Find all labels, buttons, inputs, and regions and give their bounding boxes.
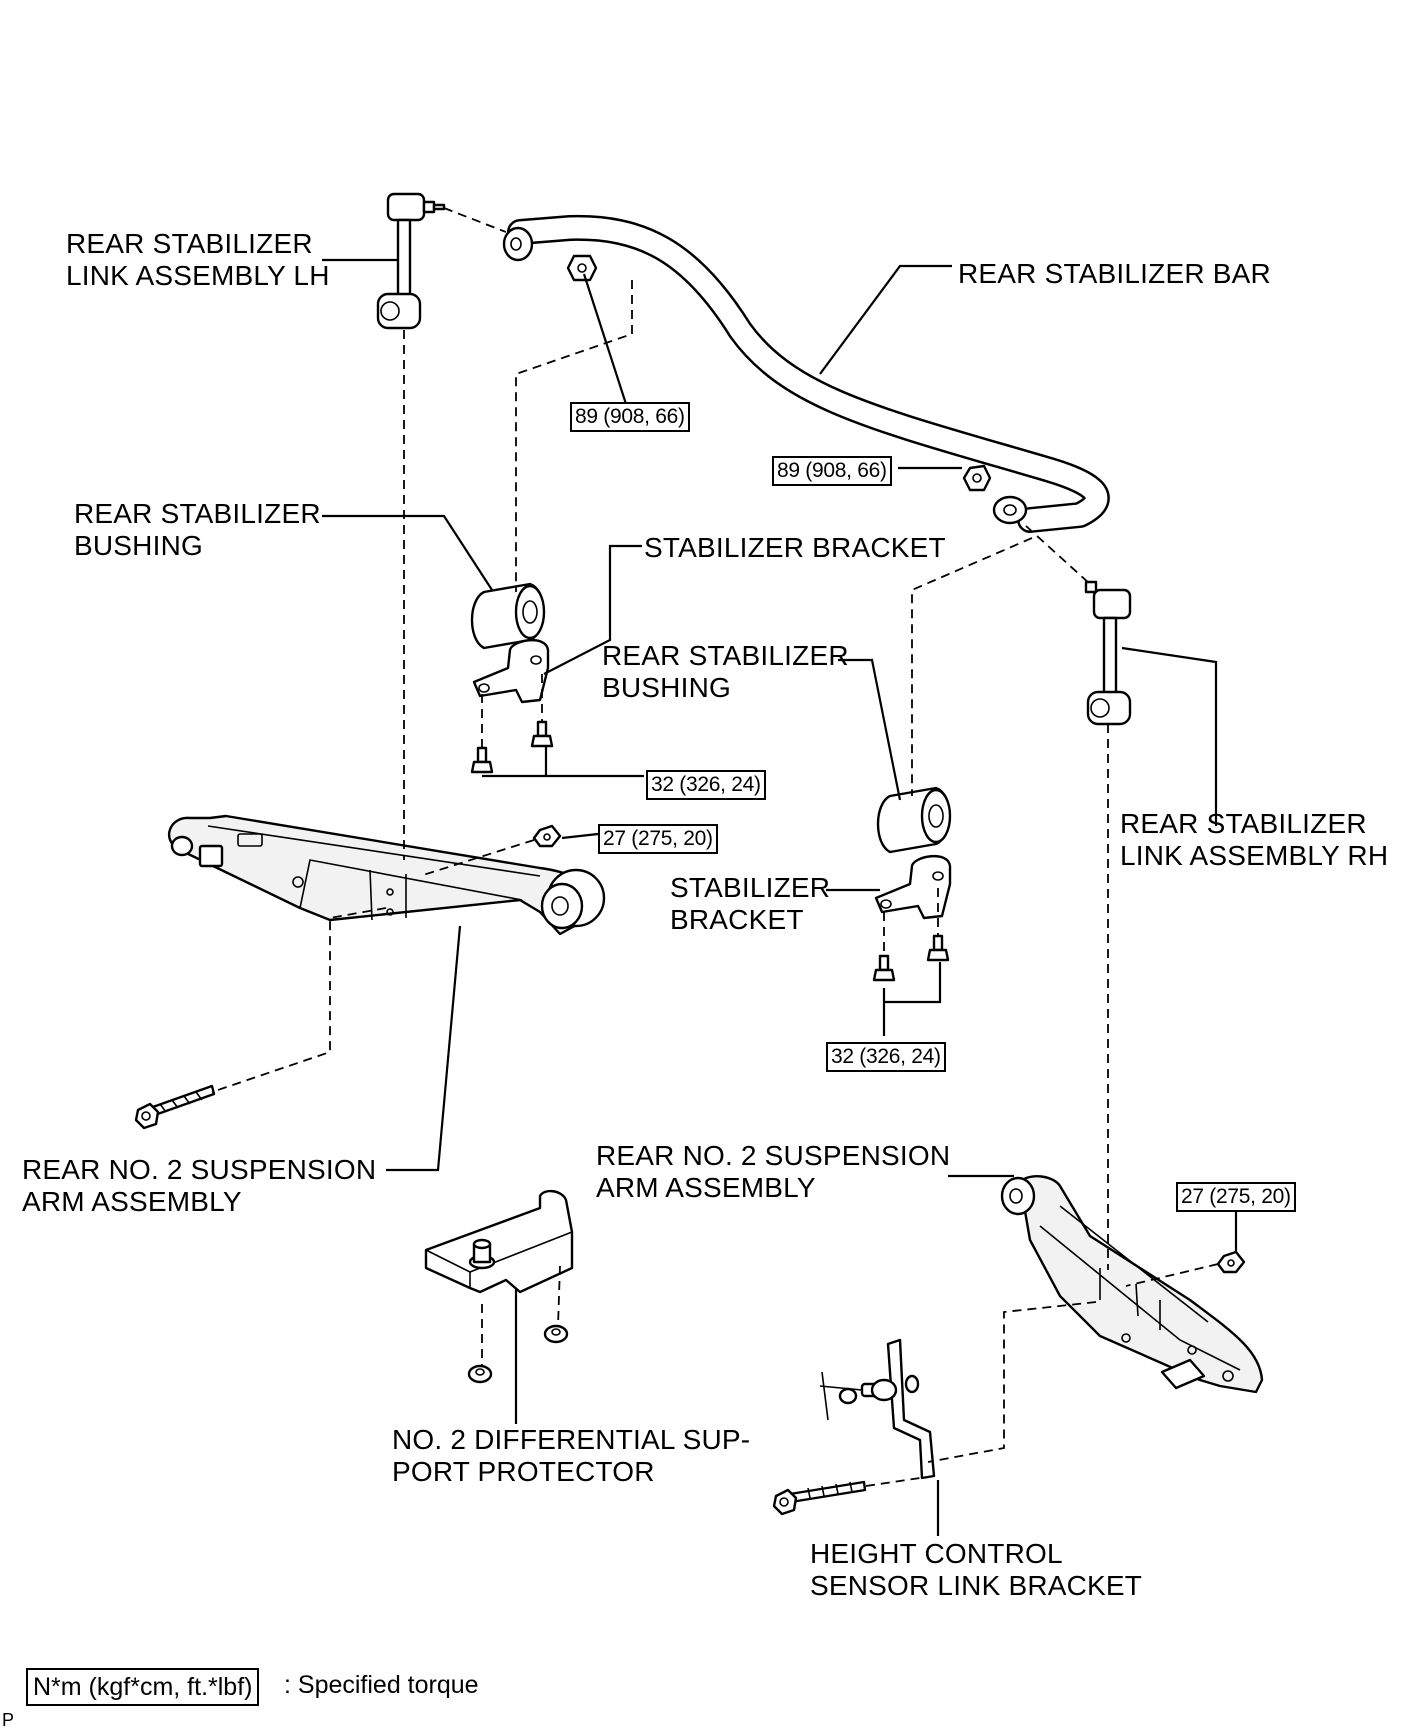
label-link-rh-line2: LINK ASSEMBLY RH [1120,840,1389,871]
label-bracket-right: STABILIZER BRACKET [670,872,830,936]
suspension-arm-left [168,814,606,936]
leader-lines [322,258,1238,1536]
corner-mark: P [2,1710,15,1730]
label-protector: NO. 2 DIFFERENTIAL SUP- PORT PROTECTOR [392,1424,750,1488]
torque-arm-left-nut: 27 (275, 20) [598,824,718,854]
stabilizer-bracket-left [472,639,550,704]
label-sensor-bracket: HEIGHT CONTROL SENSOR LINK BRACKET [810,1538,1142,1602]
label-bushing-left: REAR STABILIZER BUSHING [74,498,321,562]
bushing-left [470,582,546,650]
label-bushing-right-line2: BUSHING [602,672,731,703]
bracket-bolts-left [470,720,554,774]
label-arm-right-line2: ARM ASSEMBLY [596,1172,816,1203]
label-bushing-right: REAR STABILIZER BUSHING [602,640,849,704]
torque-bracket-left-bolts: 32 (326, 24) [646,770,766,800]
label-arm-left: REAR NO. 2 SUSPENSION ARM ASSEMBLY [22,1154,376,1218]
link-assembly-lh [376,192,446,330]
differential-support-protector [424,1189,574,1294]
label-bushing-right-line1: REAR STABILIZER [602,640,849,671]
label-protector-line2: PORT PROTECTOR [392,1456,655,1487]
label-link-rh: REAR STABILIZER LINK ASSEMBLY RH [1120,808,1388,872]
bushing-right [876,786,952,854]
torque-bracket-right-bolts: 32 (326, 24) [826,1042,946,1072]
label-sensor-bracket-line1: HEIGHT CONTROL [810,1538,1063,1569]
bar-nut-left [566,254,598,282]
label-protector-line1: NO. 2 DIFFERENTIAL SUP- [392,1424,751,1455]
sensor-bolt [772,1480,867,1516]
bracket-bolts-right [872,934,950,982]
label-link-lh-line1: REAR STABILIZER [66,228,313,259]
label-sensor-bracket-line2: SENSOR LINK BRACKET [810,1570,1143,1601]
link-assembly-rh [1084,580,1132,726]
label-link-lh: REAR STABILIZER LINK ASSEMBLY LH [66,228,330,292]
label-arm-right: REAR NO. 2 SUSPENSION ARM ASSEMBLY [596,1140,950,1204]
torque-bar-left-nut: 89 (908, 66) [570,402,690,432]
stabilizer-bracket-right [874,855,952,920]
suspension-arm-right [1000,1175,1264,1394]
bar-nut-right [962,464,992,492]
label-bracket-left: STABILIZER BRACKET [644,532,946,563]
label-bracket-right-line2: BRACKET [670,904,804,935]
height-control-sensor-link-bracket [819,1338,936,1480]
arm-nut-right [1216,1250,1246,1274]
torque-bar-right-nut: 89 (908, 66) [772,456,892,486]
label-arm-left-line2: ARM ASSEMBLY [22,1186,242,1217]
rear-stabilizer-bar [502,214,1110,533]
torque-arm-right-nut: 27 (275, 20) [1176,1182,1296,1212]
label-bushing-left-line1: REAR STABILIZER [74,498,321,529]
label-stabilizer-bar: REAR STABILIZER BAR [958,258,1271,289]
legend-description: : Specified torque [284,1671,479,1699]
label-bracket-right-line1: STABILIZER [670,872,831,903]
label-arm-right-line1: REAR NO. 2 SUSPENSION [596,1140,951,1171]
label-link-lh-line2: LINK ASSEMBLY LH [66,260,330,291]
arm-bolt-left [134,1084,216,1130]
label-bushing-left-line2: BUSHING [74,530,203,561]
legend-unit-box: N*m (kgf*cm, ft.*lbf) [26,1668,260,1706]
dashed-assembly-lines [211,207,1219,1487]
label-link-rh-line1: REAR STABILIZER [1120,808,1367,839]
label-arm-left-line1: REAR NO. 2 SUSPENSION [22,1154,377,1185]
protector-nuts [467,1324,569,1384]
arm-nut-left [532,824,562,848]
